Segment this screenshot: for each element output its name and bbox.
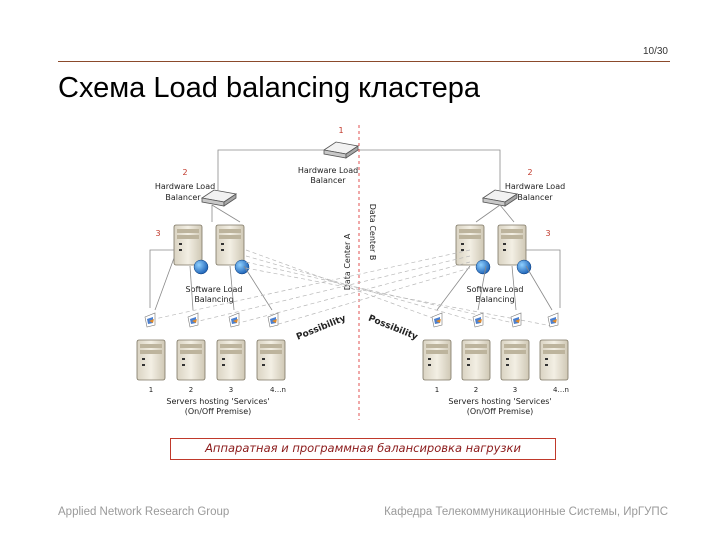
- left-services-label-line2: (On/Off Premise): [185, 407, 251, 416]
- footer-organization: Applied Network Research Group: [58, 506, 229, 518]
- data-center-a-label: Data Center A: [343, 233, 352, 290]
- right-server-number: 1: [435, 386, 439, 394]
- tier-connections: [212, 205, 514, 222]
- right-server-number: 3: [513, 386, 517, 394]
- right-balancer-number: 2: [527, 168, 532, 177]
- right-software-label-line1: Software Load: [467, 285, 524, 294]
- globe-icon: [476, 260, 490, 274]
- right-hardware-balancer: [483, 190, 517, 206]
- possibility-label-left: Possibility: [295, 314, 347, 343]
- right-server-farm: [423, 340, 568, 380]
- left-balancer-number: 2: [182, 168, 187, 177]
- left-server-number: 4…n: [270, 386, 286, 394]
- right-balancer-label-line1: Hardware Load: [505, 182, 565, 191]
- left-server-number: 3: [229, 386, 233, 394]
- right-services-label-line2: (On/Off Premise): [467, 407, 533, 416]
- left-server-number: 2: [189, 386, 193, 394]
- globe-icon: [517, 260, 531, 274]
- right-software-label-line2: Balancing: [475, 295, 514, 304]
- left-software-label-line1: Software Load: [186, 285, 243, 294]
- right-server-number: 2: [474, 386, 478, 394]
- left-software-balancers: [174, 225, 249, 274]
- left-server-farm: [137, 340, 285, 380]
- top-balancer-label-line1: Hardware Load: [298, 166, 358, 175]
- right-tier-number: 3: [545, 229, 550, 238]
- globe-icon: [194, 260, 208, 274]
- left-services-label-line1: Servers hosting 'Services': [166, 397, 269, 406]
- right-software-balancers: [456, 225, 531, 274]
- possibility-label-right: Possibility: [367, 314, 419, 343]
- left-hardware-balancer: [202, 190, 236, 206]
- top-hardware-balancer: [324, 142, 358, 158]
- data-center-b-label: Data Center B: [368, 204, 377, 261]
- left-tier-number: 3: [155, 229, 160, 238]
- left-balancer-label-line1: Hardware Load: [155, 182, 215, 191]
- right-balancer-label-line2: Balancer: [517, 193, 553, 202]
- top-balancer-label-line2: Balancer: [310, 176, 346, 185]
- top-balancer-number: 1: [338, 126, 343, 135]
- right-services-label-line1: Servers hosting 'Services': [448, 397, 551, 406]
- footer-department: Кафедра Телекоммуникационные Системы, Ир…: [384, 506, 668, 518]
- left-service-icons: [145, 313, 278, 327]
- left-balancer-label-line2: Balancer: [165, 193, 201, 202]
- right-server-number: 4…n: [553, 386, 569, 394]
- diagram-caption: Аппаратная и программная балансировка на…: [170, 438, 556, 460]
- left-server-number: 1: [149, 386, 153, 394]
